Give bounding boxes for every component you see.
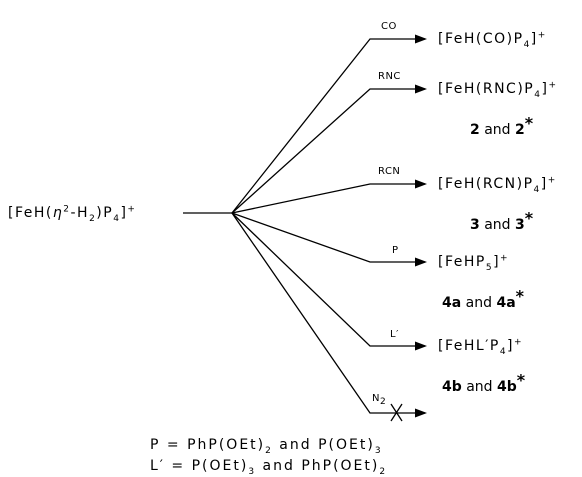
reagent-rcn-label: RCN: [378, 166, 401, 177]
arrowhead: [415, 84, 427, 94]
arrowhead: [415, 257, 427, 267]
branch-l-arrow: [231, 212, 425, 347]
arrowhead: [415, 179, 427, 189]
compound-label-4b: 4b and 4b*: [442, 370, 526, 395]
reagent-rnc-label: RNC: [378, 71, 401, 82]
branch-p-arrow: [231, 212, 425, 263]
product-rcn: [FeH(RCN)P4]+: [438, 175, 557, 195]
reagent-n2-label: N2: [372, 393, 387, 407]
product-l: [FeHL′P4]+: [438, 337, 524, 357]
arrowhead: [415, 34, 427, 44]
arrowhead: [415, 408, 427, 418]
branch-co-arrow: [231, 38, 425, 214]
branch-rcn-arrow: [231, 183, 425, 214]
compound-label-4a: 4a and 4a*: [442, 286, 525, 311]
reagent-p-label: P: [392, 245, 399, 256]
arrowhead: [415, 341, 427, 351]
branch-n2-arrow: [231, 212, 425, 414]
n2-cross-mark: [390, 403, 403, 422]
product-p: [FeHP5]+: [438, 253, 510, 273]
product-rnc: [FeH(RNC)P4]+: [438, 80, 558, 100]
product-co: [FeH(CO)P4]+: [438, 30, 547, 50]
compound-label-2: 2 and 2*: [470, 113, 534, 138]
reactant-formula: [FeH(η2-H2)P4]+: [8, 204, 137, 224]
reagent-co-label: CO: [381, 21, 397, 32]
branch-rnc-arrow: [231, 88, 425, 214]
reagent-l-label: L′: [390, 329, 399, 340]
definition-p: P = PhP(OEt)2 and P(OEt)3: [150, 437, 383, 456]
compound-label-3: 3 and 3*: [470, 208, 534, 233]
definition-l: L′ = P(OEt)3 and PhP(OEt)2: [150, 458, 388, 477]
